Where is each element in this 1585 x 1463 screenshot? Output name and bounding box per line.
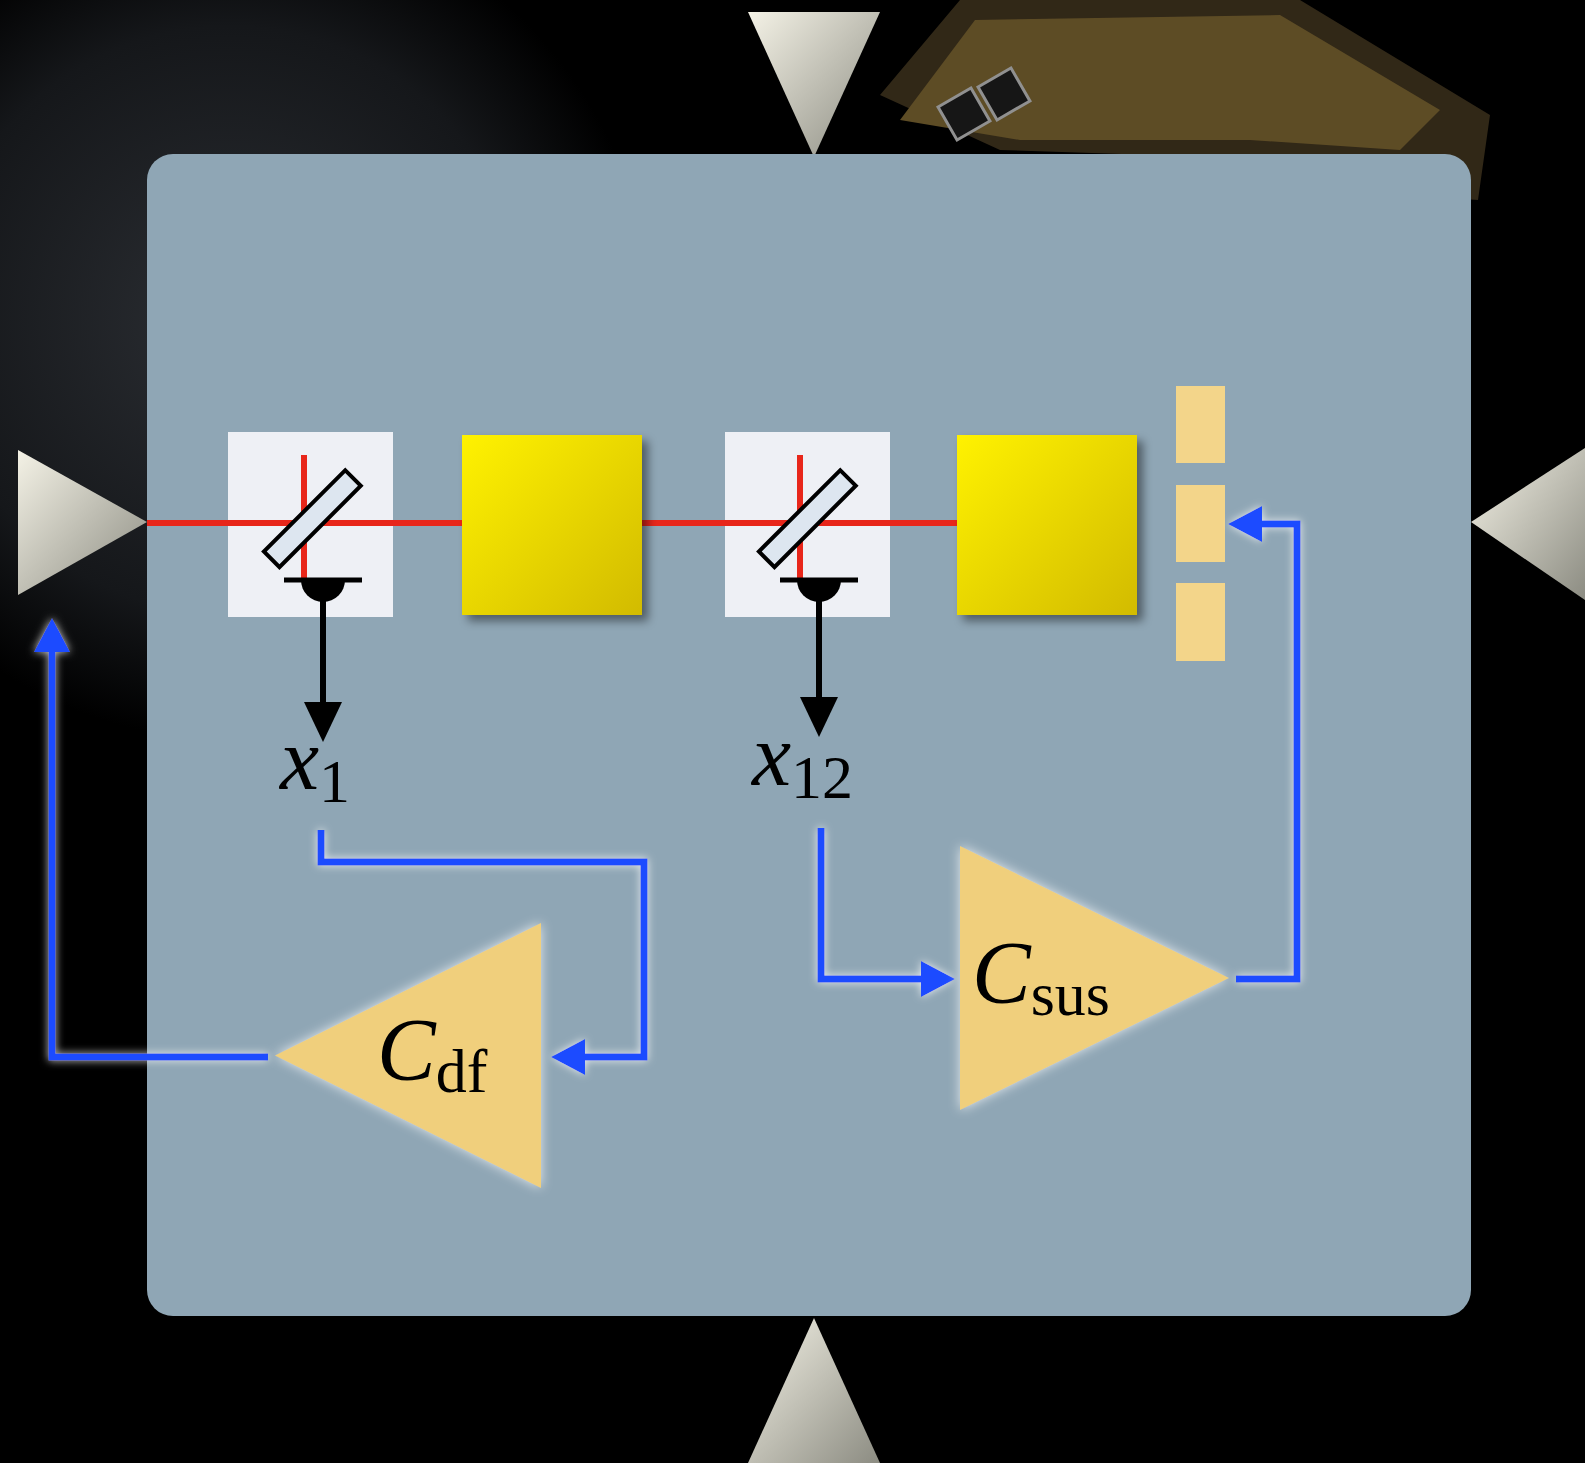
- signal-wire: [821, 828, 925, 979]
- thruster-top: [748, 12, 880, 157]
- photodetector: [780, 580, 858, 737]
- signal-subscript: 1: [319, 747, 350, 815]
- controller-symbol: C: [377, 1001, 436, 1098]
- electrode: [1176, 583, 1225, 661]
- arrow-head: [34, 618, 70, 652]
- triangle-shape: [275, 923, 541, 1188]
- thruster-bottom: [748, 1318, 880, 1463]
- beam-splitter: [264, 470, 361, 567]
- electrode: [1176, 485, 1225, 562]
- test-mass: [957, 435, 1137, 615]
- electrode: [1176, 386, 1225, 463]
- signal-symbol: x: [280, 711, 319, 808]
- signal-wire: [52, 645, 268, 1057]
- signal-subscript: 12: [791, 743, 853, 811]
- signal-wire: [1236, 524, 1297, 979]
- test-mass: [462, 435, 642, 615]
- arrow-head: [921, 961, 955, 997]
- signal-name: x12: [752, 712, 853, 800]
- controller-subscript: sus: [1031, 960, 1110, 1028]
- signal-symbol: x: [752, 707, 791, 804]
- control-wires: [34, 506, 1297, 1075]
- beam-splitter: [759, 470, 856, 567]
- thruster-left: [18, 450, 147, 595]
- arrow-head: [1228, 506, 1262, 542]
- controller-triangle: Csus: [960, 846, 1229, 1110]
- controller-symbol: C: [972, 924, 1031, 1021]
- arrow-head: [551, 1039, 585, 1075]
- controller-label: Cdf: [377, 1006, 487, 1094]
- controller-triangle: Cdf: [275, 923, 541, 1188]
- controller-subscript: df: [436, 1037, 488, 1105]
- signal-name: x1: [280, 716, 350, 804]
- spacecraft-panel: [147, 154, 1471, 1316]
- triangle-shape: [960, 846, 1229, 1110]
- thruster-right: [1471, 448, 1585, 600]
- controller-label: Csus: [972, 929, 1110, 1017]
